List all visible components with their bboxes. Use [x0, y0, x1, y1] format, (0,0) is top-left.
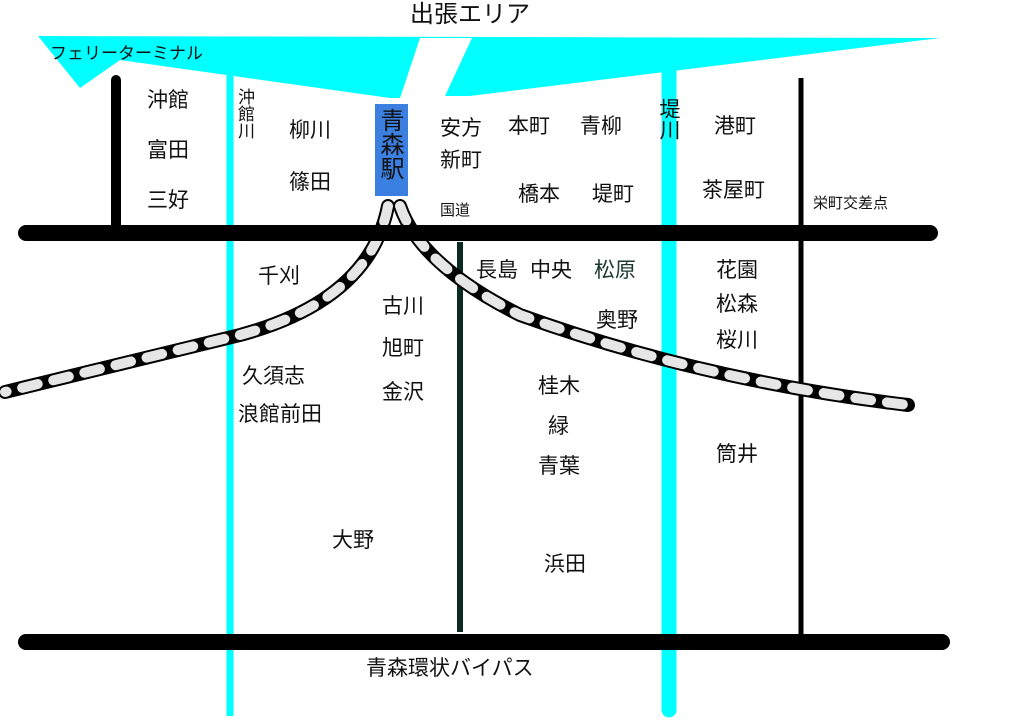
district-kyomoto: 橋本	[518, 182, 560, 206]
district-sanyoshi: 三好	[147, 188, 189, 212]
district-yanagawa: 柳川	[289, 118, 331, 142]
tsutsumi-river-label: 堤川	[657, 98, 681, 140]
district-hamada: 浜田	[544, 552, 586, 576]
district-aoyagi: 青柳	[580, 114, 622, 138]
district-shinmachi: 新町	[440, 148, 482, 172]
district-asahimachi: 旭町	[382, 336, 424, 360]
district-shinoda: 篠田	[289, 170, 331, 194]
district-chikari: 千刈	[258, 264, 300, 288]
district-nagashima: 長島	[476, 258, 518, 282]
sakaemachi-intersection-label: 栄町交差点	[813, 194, 889, 212]
district-minatomachi: 港町	[714, 114, 756, 138]
station-label: 青森駅	[376, 108, 404, 180]
national-road-label: 国道	[440, 201, 471, 219]
district-matsumori: 松森	[716, 292, 758, 316]
district-chayamachi: 茶屋町	[702, 178, 765, 202]
district-kudoshi: 久須志	[242, 364, 305, 388]
district-sakuragawa: 桜川	[716, 328, 758, 352]
district-kanezawa: 金沢	[382, 380, 424, 404]
district-tsutsui: 筒井	[716, 442, 758, 466]
okidate-river-label: 沖館川	[234, 88, 254, 139]
district-aoba: 青葉	[538, 454, 580, 478]
district-matsubara: 松原	[594, 258, 636, 282]
district-okidate: 沖館	[147, 88, 189, 112]
district-honcho: 本町	[508, 114, 550, 138]
district-tsutsumimachi: 堤町	[592, 182, 634, 206]
district-midori: 緑	[548, 414, 569, 438]
district-furukawa: 古川	[382, 294, 424, 318]
district-katsuragi: 桂木	[538, 374, 580, 398]
ferry-terminal-label: フェリーターミナル	[50, 44, 203, 64]
sea-bay	[38, 36, 940, 98]
station-marker	[375, 104, 408, 196]
district-tomita: 富田	[147, 138, 189, 162]
district-okuno: 奥野	[596, 308, 638, 332]
district-namidatemaeda: 浪館前田	[238, 402, 322, 426]
district-ono: 大野	[332, 528, 374, 552]
district-chuo: 中央	[530, 258, 572, 282]
railway-east	[393, 199, 915, 412]
bypass-label: 青森環状バイパス	[366, 656, 534, 680]
map-title: 出張エリア	[410, 0, 530, 28]
district-hanazono: 花園	[716, 258, 758, 282]
district-yasukata: 安方	[440, 116, 482, 140]
